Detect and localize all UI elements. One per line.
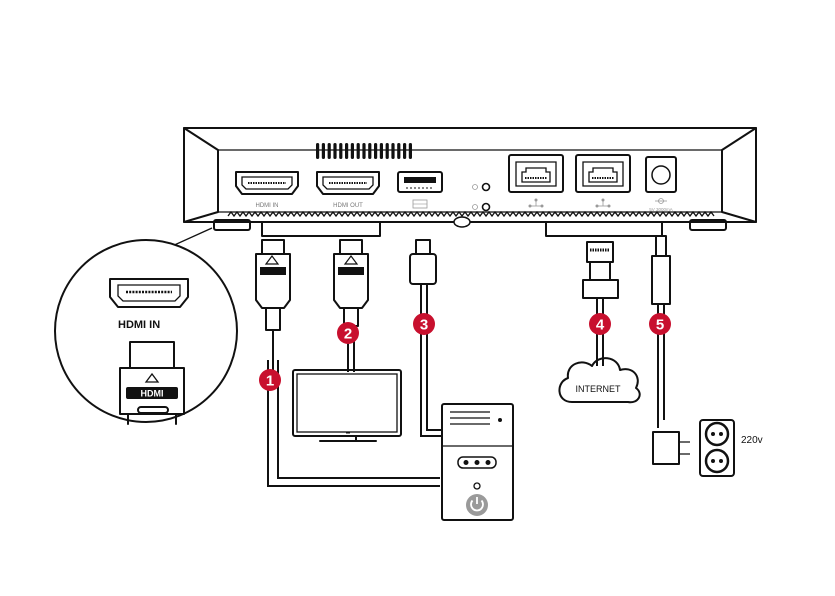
- badge-5: 5: [649, 313, 671, 335]
- usb-cable: [409, 239, 442, 437]
- lan-port-2: [575, 154, 631, 208]
- ethernet-icon: [528, 198, 544, 208]
- badge-number: 3: [420, 317, 428, 334]
- set-top-box: HDMI IN HDMI OUT: [183, 127, 757, 237]
- badge-3: 3: [413, 313, 435, 335]
- badge-number: 2: [344, 326, 352, 343]
- monitor: [292, 369, 402, 442]
- badge-number: 1: [266, 373, 274, 390]
- computer-tower: [441, 403, 514, 521]
- status-leds: [453, 182, 491, 228]
- hdmi-in-port-label: HDMI IN: [256, 203, 279, 209]
- hdmi-out-port-label: HDMI OUT: [333, 203, 363, 209]
- badge-4: 4: [589, 313, 611, 335]
- power-outlet-icon: [699, 419, 735, 477]
- zoom-hdmi-in-label: HDMI IN: [118, 319, 160, 331]
- ethernet-icon: [595, 198, 611, 208]
- ethernet-cable: [582, 241, 619, 366]
- zoom-plug-label: HDMI: [141, 389, 164, 399]
- lan-port-1: [508, 154, 564, 208]
- dc-port-label: 5V 3000mA: [649, 207, 673, 212]
- power-icon: [466, 494, 488, 516]
- internet-label: INTERNET: [576, 384, 622, 394]
- vent-grille: [316, 143, 412, 159]
- hdmi-cable-1: [255, 239, 440, 487]
- hdmi-zoom-callout: HDMI IN HDMI: [54, 227, 238, 425]
- usb-port: [397, 171, 443, 209]
- internet-cloud: INTERNET: [558, 357, 641, 404]
- voltage-label: 220v: [741, 435, 763, 446]
- hdmi-in-port: HDMI IN: [235, 171, 299, 209]
- hdmi-out-port: HDMI OUT: [316, 171, 380, 209]
- computer-ports: [457, 456, 497, 469]
- badge-2: 2: [337, 322, 359, 344]
- badge-number: 5: [656, 317, 664, 334]
- badge-1: 1: [259, 369, 281, 391]
- hdmi-cable-2: [333, 239, 369, 372]
- power-adapter: [652, 431, 690, 465]
- dc-power-port: 5V 3000mA: [645, 156, 677, 212]
- badge-number: 4: [596, 317, 605, 334]
